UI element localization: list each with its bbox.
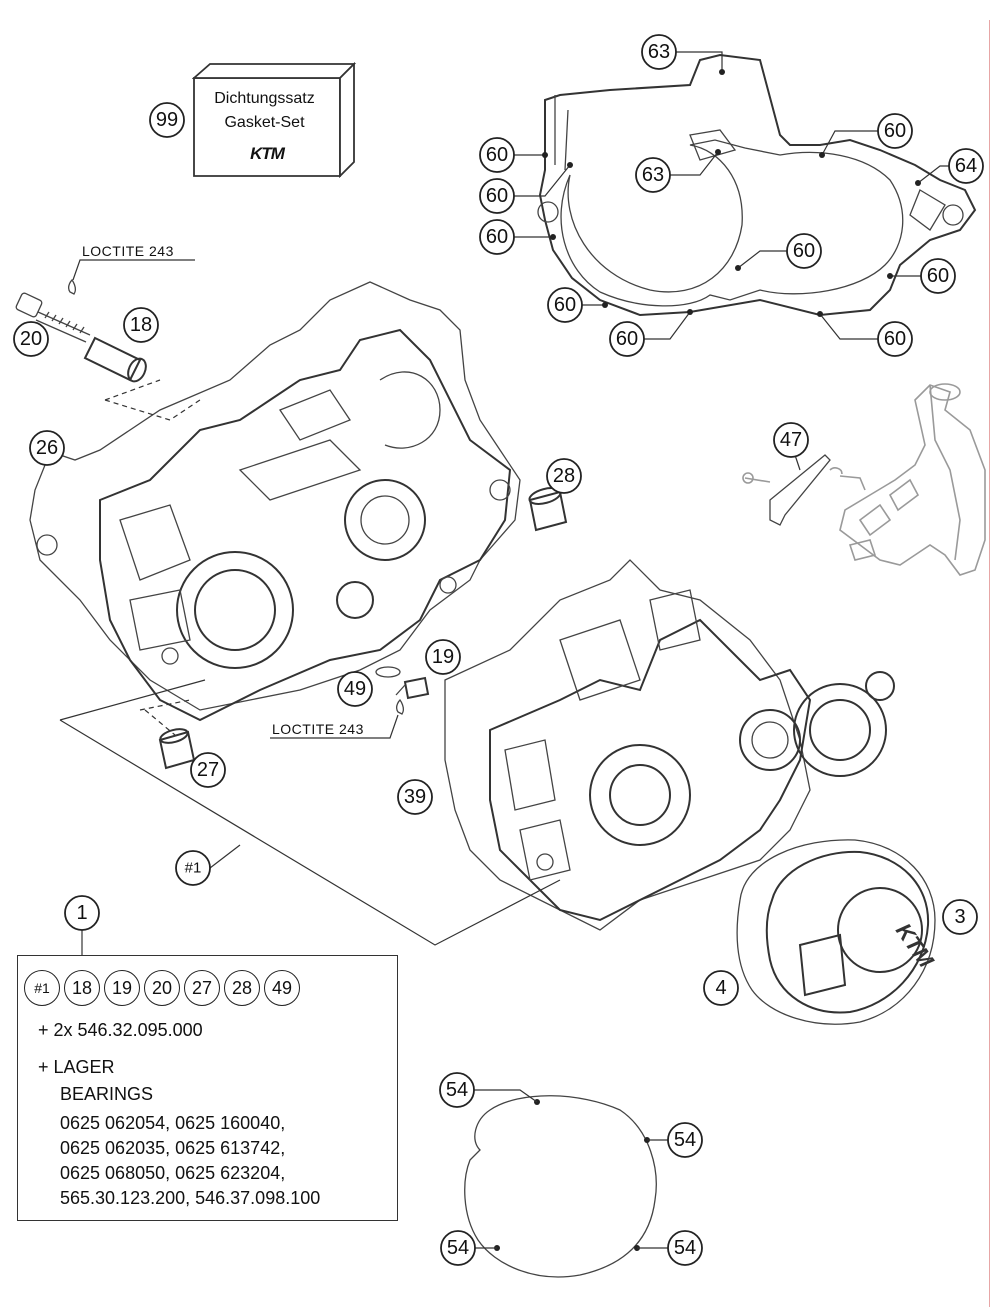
ktm-logo: KTM [250,144,285,163]
callout-18-label: 18 [130,314,152,336]
legend-ref: 28 [224,970,260,1006]
callout-99-label: 99 [156,109,178,131]
callout-47-label: 47 [780,429,802,451]
callout-54-b-label: 54 [674,1129,696,1151]
callout-60-i [877,321,913,357]
callout-60-c [479,178,515,214]
assembly-leader [209,844,241,869]
gasket-kit-box: Dichtungssatz Gasket-Set KTM [191,60,357,179]
callout-27 [190,752,226,788]
frame-part-drawing [839,383,986,576]
crankcase-left-drawing [29,281,521,722]
legend-refs: #1 18 19 20 27 28 49 [24,970,300,1006]
callout-60-h [609,321,645,357]
callout-3-label: 3 [954,906,965,928]
callout-60-b-label: 60 [486,144,508,166]
bracket-47-drawing [742,439,866,526]
callout-54-d [667,1230,703,1266]
callout-60-a-label: 60 [884,120,906,142]
callout-54-d-label: 54 [674,1237,696,1259]
callout-1-label: 1 [76,902,87,924]
legend-ref: 18 [64,970,100,1006]
legend-ref: #1 [24,970,60,1006]
callout-27-label: 27 [197,759,219,781]
ignition-cover-drawing: KTM [736,839,939,1025]
callout-60-d-label: 60 [486,226,508,248]
callout-26-label: 26 [36,437,58,459]
callout-60-h-label: 60 [616,328,638,350]
legend-ref: 19 [104,970,140,1006]
kit-contents-legend: #1 18 19 20 27 28 49 + 2x 546.32.095.000… [17,955,398,1221]
callout-60-e-label: 60 [793,240,815,262]
screw-and-sleeve-drawing [15,259,195,383]
callout-assembly [175,850,211,886]
callout-19 [425,639,461,675]
callout-54-b [667,1122,703,1158]
page-edge-line [989,20,990,1307]
crankcase-gasket-drawing [537,53,977,317]
callout-60-b [479,137,515,173]
legend-bearing-row: 0625 068050, 0625 623204, [60,1163,286,1183]
callout-47 [773,422,809,458]
dowel-27-drawing [158,728,196,770]
callout-60-e [786,233,822,269]
callout-64 [948,148,984,184]
callout-60-i-label: 60 [884,328,906,350]
callout-63-mid [635,157,671,193]
callout-60-a [877,113,913,149]
callout-4 [703,970,739,1006]
assembly-bracket-lines [59,679,561,946]
callout-4-label: 4 [715,977,726,999]
callout-49 [337,671,373,707]
callout-20 [13,321,49,357]
callout-54-a-label: 54 [446,1079,468,1101]
callout-assembly-label: #1 [185,860,202,877]
legend-bearing-row: 565.30.123.200, 546.37.098.100 [60,1188,321,1208]
callout-99: 99 [149,102,185,138]
callout-20-label: 20 [20,328,42,350]
callout-63-mid-label: 63 [642,164,664,186]
callout-60-f [920,258,956,294]
loctite-note-mid: LOCTITE 243 [272,721,364,737]
callout-39-label: 39 [404,786,426,808]
callout-26 [29,430,65,466]
callout-39 [397,779,433,815]
callout-60-g-label: 60 [554,294,576,316]
crankcase-right-drawing [444,559,895,931]
callout-60-f-label: 60 [927,265,949,287]
callout-63-top [641,34,677,70]
gasket-callouts: 63 63 60 64 60 60 60 60 60 60 60 60 [479,34,984,357]
callout-64-label: 64 [955,155,977,177]
callout-28 [546,458,582,494]
loctite-note-top: LOCTITE 243 [82,243,174,259]
legend-ref: 27 [184,970,220,1006]
kit-box-icon [191,61,357,179]
cover-gasket-drawing [464,1089,668,1278]
legend-bearing-row: 0625 062054, 0625 160040, [60,1113,286,1133]
callout-60-d [479,219,515,255]
callout-60-c-label: 60 [486,185,508,207]
legend-line-screws: + 2x 546.32.095.000 [38,1020,203,1040]
callout-54-a [439,1072,475,1108]
callout-54-c-label: 54 [447,1237,469,1259]
callout-1 [64,895,100,931]
callout-3 [942,899,978,935]
legend-ref: 49 [264,970,300,1006]
plug-screw-drawing [270,666,430,739]
legend-ref: 20 [144,970,180,1006]
kit-label-de: Dichtungssatz [214,90,315,107]
callout-28-label: 28 [553,465,575,487]
legend-line-bearings: BEARINGS [60,1084,154,1104]
callout-18 [123,307,159,343]
legend-bearing-row: 0625 062035, 0625 613742, [60,1138,286,1158]
legend-line-lager: + LAGER [38,1057,115,1077]
callout-19-label: 19 [432,646,454,668]
kit-label-en: Gasket-Set [224,114,305,131]
callout-49-label: 49 [344,678,366,700]
callout-60-g [547,287,583,323]
callout-63-top-label: 63 [648,41,670,63]
callout-54-c [440,1230,476,1266]
